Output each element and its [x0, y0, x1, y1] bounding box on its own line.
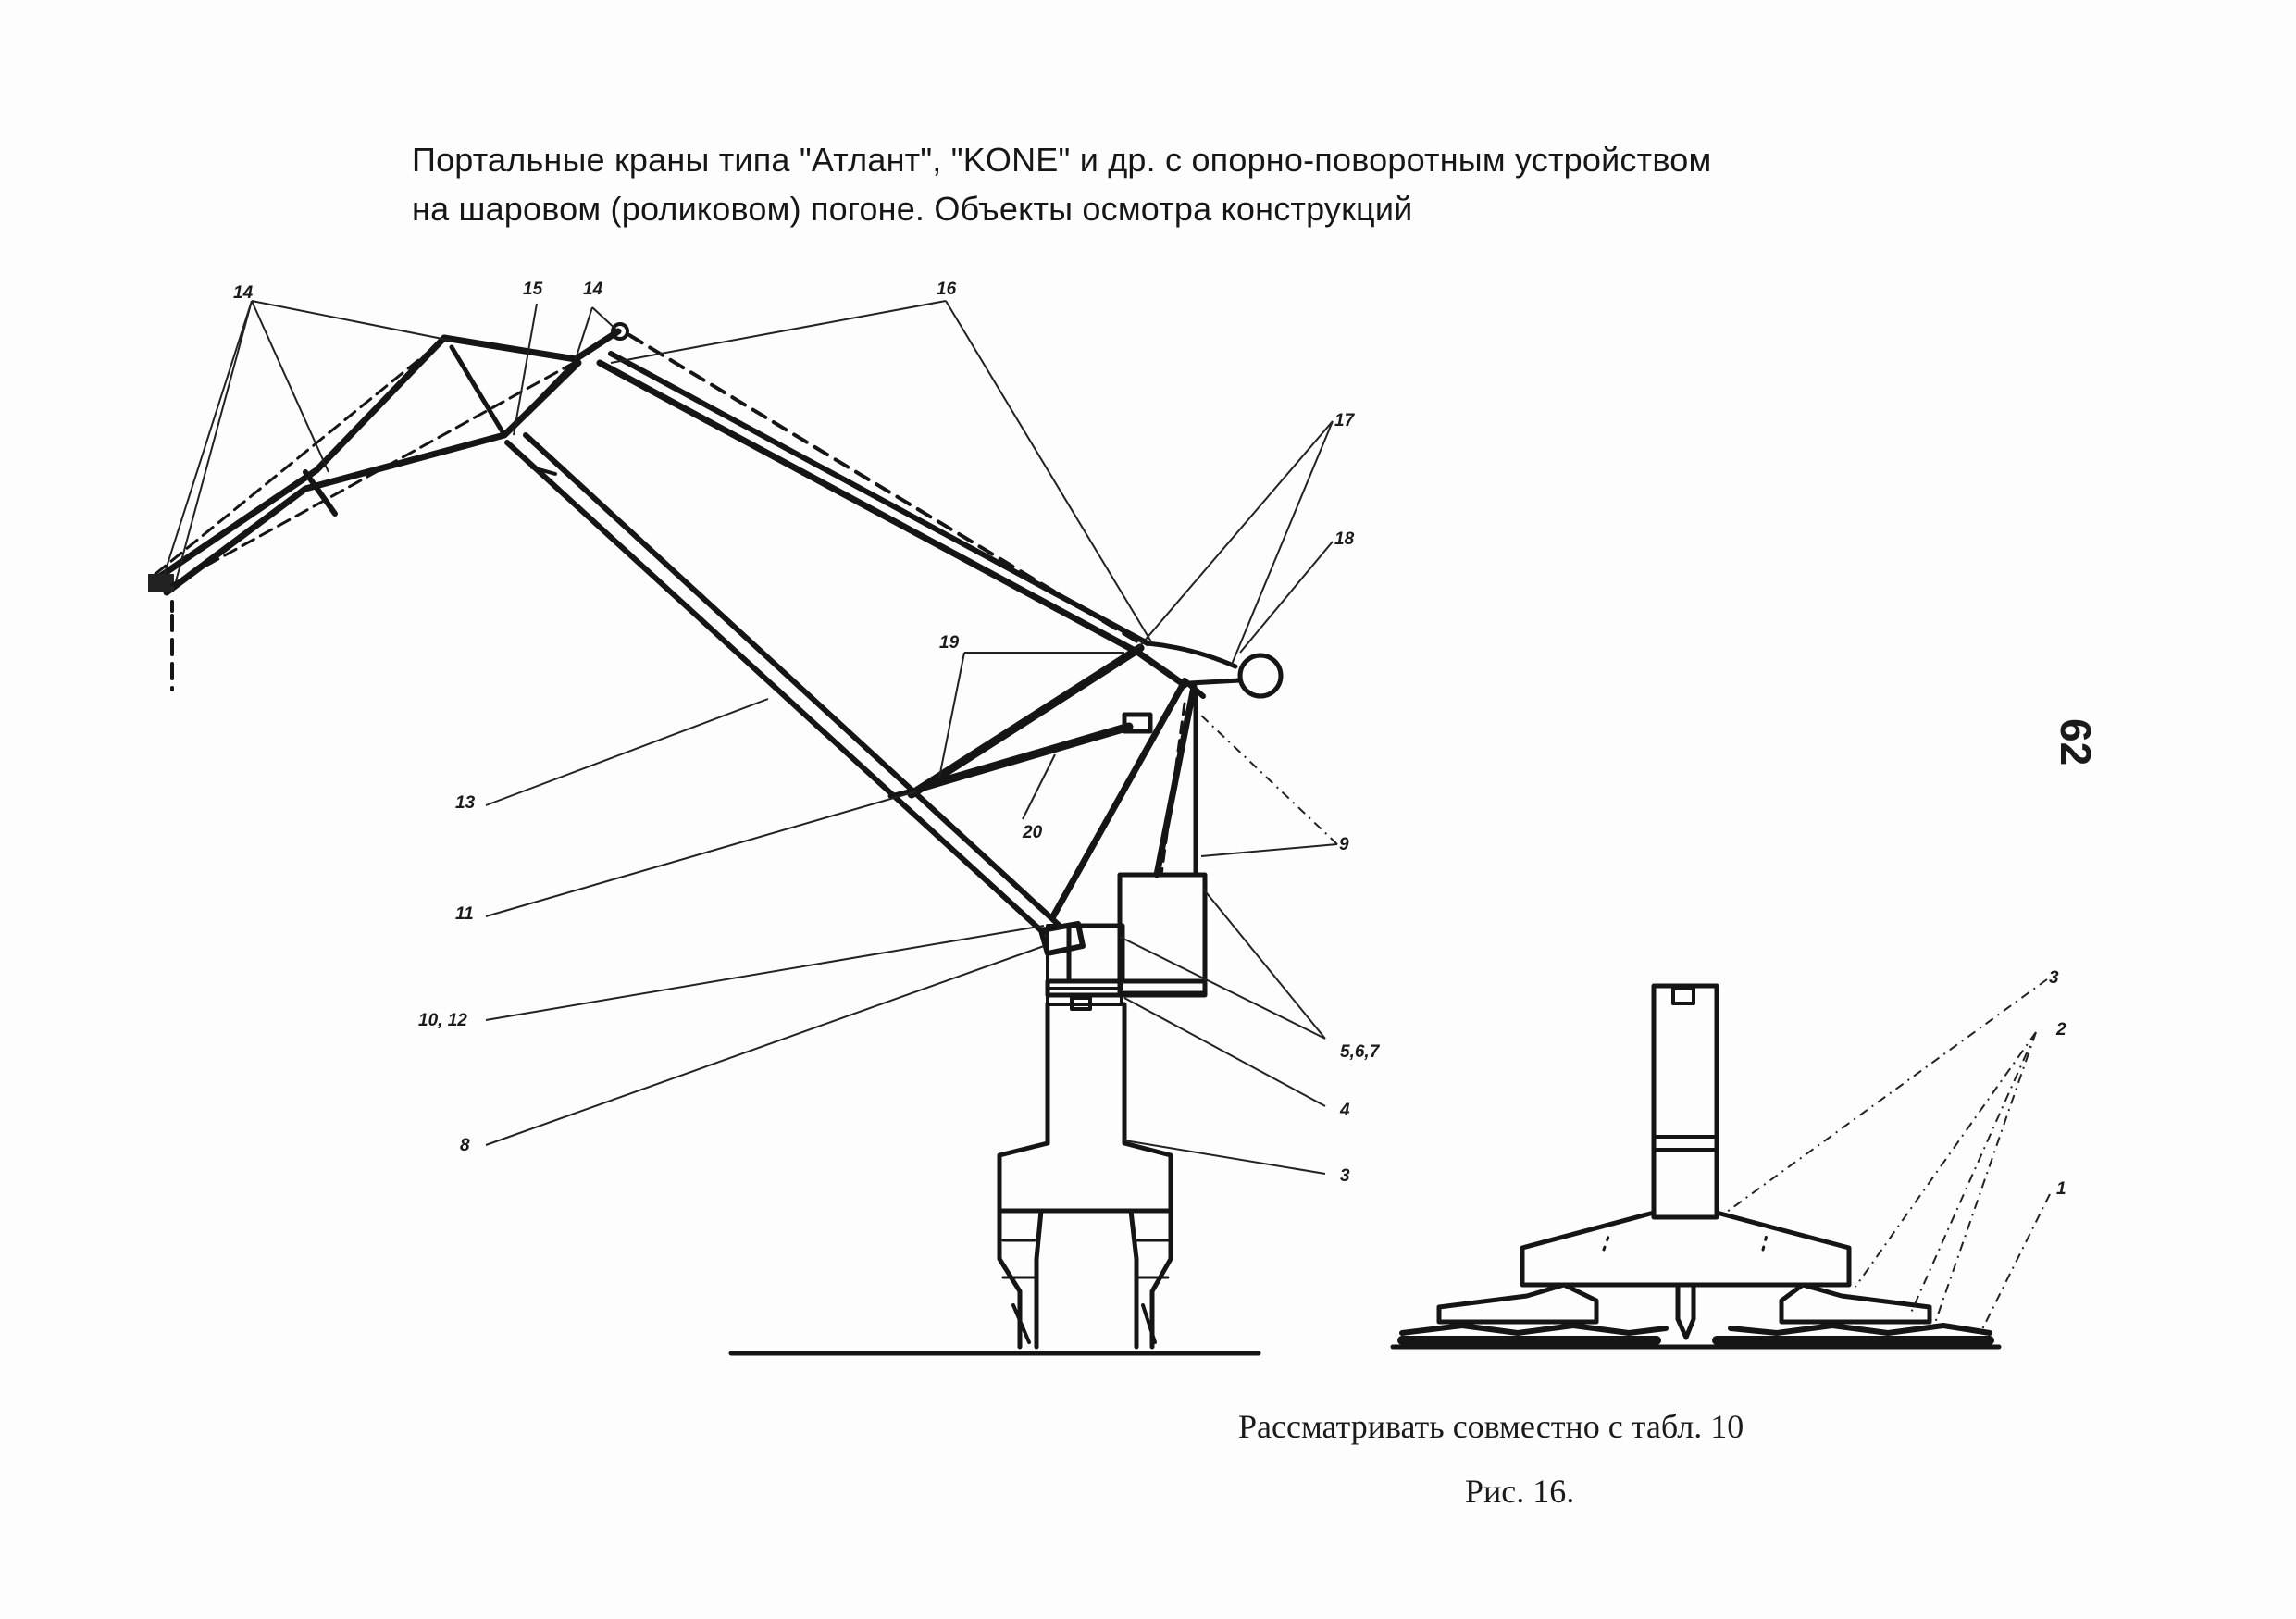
machinery-block: [1117, 872, 1208, 996]
label-14-right: 14: [583, 280, 603, 299]
label-16: 16: [937, 280, 957, 299]
lever-link: [919, 722, 1134, 791]
leader-11: [485, 791, 917, 917]
label-10-12: 10, 12: [418, 1011, 467, 1030]
leader-17: [1137, 420, 1334, 667]
leader-2: [1855, 1031, 2037, 1326]
label-3-right: 3: [2049, 968, 2059, 988]
slewing-ring: [1045, 978, 1208, 998]
column-pin: [1070, 996, 1092, 1011]
leader-3b: [1722, 978, 2048, 1215]
label-2: 2: [2055, 1020, 2066, 1040]
leader-567: [1119, 888, 1326, 1040]
counterweight-arm-bottom: [1186, 678, 1243, 686]
leader-4: [1123, 997, 1326, 1107]
leader-13: [485, 698, 769, 806]
column-cap: [1046, 993, 1123, 1006]
portal-end-view: [1390, 983, 2002, 1350]
leg-bands: [1001, 1239, 1170, 1279]
leader-16: [610, 300, 1153, 644]
tie-rope: [627, 333, 1142, 645]
counterweight-arm-top: [1145, 641, 1238, 669]
portal-left: [728, 993, 1261, 1356]
label-19: 19: [939, 633, 960, 653]
leader-18: [1239, 541, 1334, 654]
portal-column: [997, 1002, 1173, 1214]
tower-rope: [1160, 702, 1186, 877]
portal-leg-right: [1128, 1208, 1173, 1350]
label-11: 11: [455, 904, 474, 924]
end-portal-beam: [1520, 1210, 1852, 1288]
end-column: [1651, 983, 1719, 1220]
lever-hinge: [1122, 712, 1153, 734]
label-20: 20: [1022, 823, 1043, 842]
counterweight: [1237, 653, 1284, 699]
label-18: 18: [1334, 529, 1355, 549]
leader-3a: [1123, 1140, 1326, 1175]
main-boom: [504, 432, 1062, 936]
label-8: 8: [460, 1136, 470, 1155]
boom-right-edge: [523, 432, 1062, 928]
cabin: [1066, 923, 1125, 984]
leader-19: [938, 652, 1124, 778]
leader-lines: [161, 300, 2051, 1334]
tower-strut-left: [1049, 681, 1186, 920]
jib-assembly: [148, 322, 629, 691]
number-labels: 14 15 14 16 17 18 19 13 20 11 9 10, 12 5…: [233, 280, 2066, 1199]
leader-8: [485, 945, 1045, 1146]
label-1: 1: [2056, 1179, 2066, 1199]
leader-20: [1022, 753, 1056, 820]
jib-rope-1: [154, 339, 444, 576]
top-sheave: [611, 322, 629, 341]
end-column-cap: [1671, 987, 1695, 1005]
end-dots: [1602, 1229, 1769, 1252]
leader-9a: [1198, 712, 1338, 845]
jib-head: [148, 574, 174, 592]
title-line-1: Портальные краны типа "Атлант", "KONE" и…: [412, 141, 1712, 179]
bogie-right: [1779, 1282, 1932, 1325]
jib-upper-chord: [149, 334, 448, 585]
apex-pin: [1182, 678, 1206, 699]
jib-strut: [449, 344, 507, 438]
footer-note: Рассматривать совместно с табл. 10: [1238, 1408, 1744, 1445]
leader-1: [1980, 1193, 2051, 1334]
figure-caption: Рис. 16.: [1465, 1473, 1575, 1510]
tie-boom-lower: [596, 359, 1188, 689]
end-column-band: [1655, 1135, 1716, 1152]
leg-feet: [1011, 1303, 1157, 1344]
boom-mark: [530, 466, 557, 476]
label-13: 13: [455, 793, 476, 813]
label-4: 4: [1339, 1101, 1350, 1120]
label-14-left: 14: [233, 283, 254, 303]
label-3-left: 3: [1340, 1166, 1350, 1186]
wheels-right: [1728, 1323, 1992, 1336]
turntable-frame: [1046, 924, 1123, 990]
machinery-house: [1038, 872, 1208, 998]
leader-15: [513, 303, 538, 436]
wheels-left: [1399, 1323, 1669, 1336]
tie-boom-upper: [608, 351, 1150, 646]
label-17: 17: [1334, 411, 1356, 430]
label-15: 15: [523, 280, 543, 299]
leader-14a: [161, 300, 453, 582]
leader-14b: [575, 306, 619, 360]
leader-1012: [485, 925, 1045, 1021]
label-9: 9: [1339, 835, 1349, 854]
balance-lever: [907, 643, 1145, 799]
title-line-2: на шаровом (роликовом) погоне. Объекты о…: [412, 190, 1413, 228]
boom-left-edge: [504, 440, 1047, 936]
jib-rope-2: [169, 361, 576, 587]
end-center-leg: [1675, 1282, 1696, 1340]
lever-system: [907, 643, 1206, 920]
jib-mid-brace: [303, 469, 338, 517]
leader-9b: [1200, 843, 1338, 857]
bogie-left: [1436, 1282, 1599, 1325]
label-5-6-7: 5,6,7: [1340, 1042, 1381, 1062]
jib-lower-chord: [163, 359, 582, 596]
